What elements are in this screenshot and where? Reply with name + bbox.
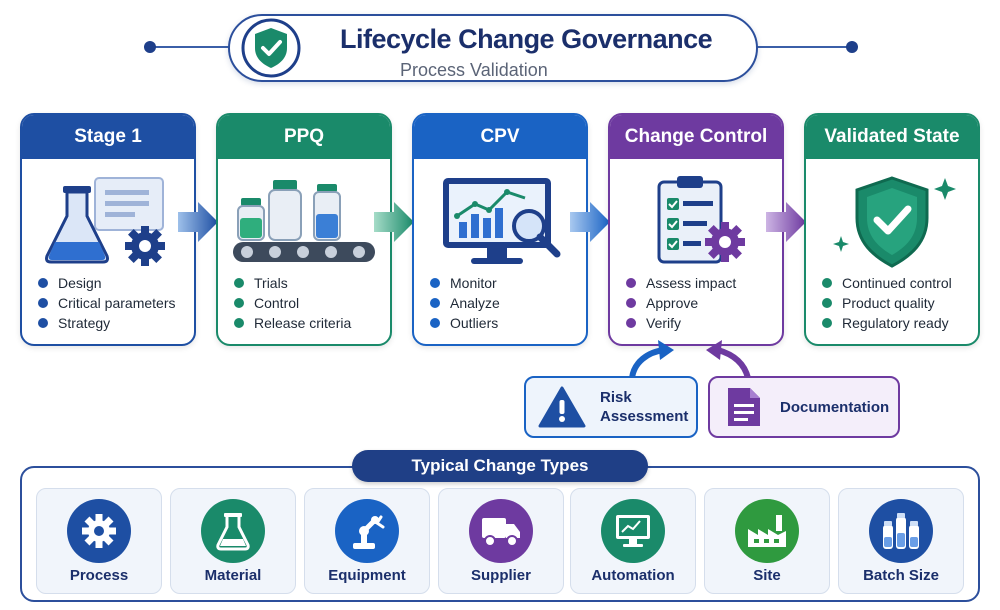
bullet-icon [626,318,636,328]
bullet-icon [234,318,244,328]
stage-card-cpv: CPV Monitor Analyze Outliers [412,113,588,346]
stage-item: Outliers [430,313,500,333]
risk-label-line2: Assessment [600,408,689,425]
flow-arrow-icon [178,202,218,242]
robot-arm-icon [335,499,399,563]
change-type-label: Equipment [328,567,406,584]
risk-assessment-box: Risk Assessment [524,376,698,438]
page-title: Lifecycle Change Governance [340,24,713,54]
change-type-supplier: Supplier [438,488,564,594]
stage-item: Regulatory ready [822,313,952,333]
bullet-icon [430,318,440,328]
flow-arrow-icon [570,202,610,242]
stage-item: Strategy [38,313,175,333]
vials-icon [869,499,933,563]
warning-icon [538,386,586,428]
stage-item: Analyze [430,293,500,313]
stage-item: Monitor [430,273,500,293]
bullet-icon [38,318,48,328]
stage-item: Approve [626,293,736,313]
shield-check-icon [806,167,978,277]
documentation-label: Documentation [780,398,890,416]
bullet-icon [234,298,244,308]
bullet-icon [38,278,48,288]
bullet-icon [430,298,440,308]
stage-title: CPV [414,115,586,159]
flask-icon [201,499,265,563]
change-type-label: Material [204,567,262,584]
bullet-icon [430,278,440,288]
change-type-site: Site [704,488,830,594]
stage-item: Design [38,273,175,293]
change-type-label: Automation [591,567,675,584]
clipboard-gear-icon [610,167,782,277]
bullet-icon [38,298,48,308]
bullet-icon [626,278,636,288]
input-arrows [629,340,751,379]
stage-card-design: Stage 1 Design Critical parame [20,113,196,346]
change-type-label: Process [69,567,129,584]
change-type-material: Material [170,488,296,594]
stage-title: PPQ [218,115,390,159]
stage-item: Verify [626,313,736,333]
risk-label-line1: Risk [600,389,632,406]
truck-icon [469,499,533,563]
change-type-label: Site [753,567,781,584]
stage-item: Trials [234,273,351,293]
change-type-label: Batch Size [863,567,939,584]
title-line-dot-right [846,41,858,53]
change-types-title: Typical Change Types [352,450,648,482]
stage-item: Continued control [822,273,952,293]
title-line-dot-left [144,41,156,53]
stage-item: Assess impact [626,273,736,293]
stage-card-validated-state: Validated State Continued control Produc… [804,113,980,346]
stage-title: Validated State [806,115,978,159]
bullet-icon [822,278,832,288]
flow-arrow-icon [766,202,806,242]
bullet-icon [822,318,832,328]
stage-title: Change Control [610,115,782,159]
stage-card-change-control: Change Control [608,113,784,346]
monitor-icon [601,499,665,563]
change-type-equipment: Equipment [304,488,430,594]
stage-title: Stage 1 [22,115,194,159]
bullet-icon [234,278,244,288]
gear-icon [67,499,131,563]
change-type-process: Process [36,488,162,594]
factory-icon [735,499,799,563]
page-subtitle: Process Validation [400,60,548,80]
change-type-automation: Automation [570,488,696,594]
documentation-box: Documentation [708,376,900,438]
monitor-chart-icon [414,167,586,277]
shield-check-icon [236,18,306,78]
bullet-icon [626,298,636,308]
stage-item: Release criteria [234,313,351,333]
document-icon [728,388,760,426]
change-type-batch-size: Batch Size [838,488,964,594]
flow-arrow-icon [374,202,414,242]
flask-gear-icon [22,167,194,277]
stage-item: Product quality [822,293,952,313]
bullet-icon [822,298,832,308]
stage-item: Control [234,293,351,313]
change-type-label: Supplier [470,567,531,584]
vials-conveyor-icon [218,167,390,277]
title-banner [228,14,758,82]
stage-item: Critical parameters [38,293,175,313]
stage-card-ppq: PPQ Trials Control Release criteria [216,113,392,346]
